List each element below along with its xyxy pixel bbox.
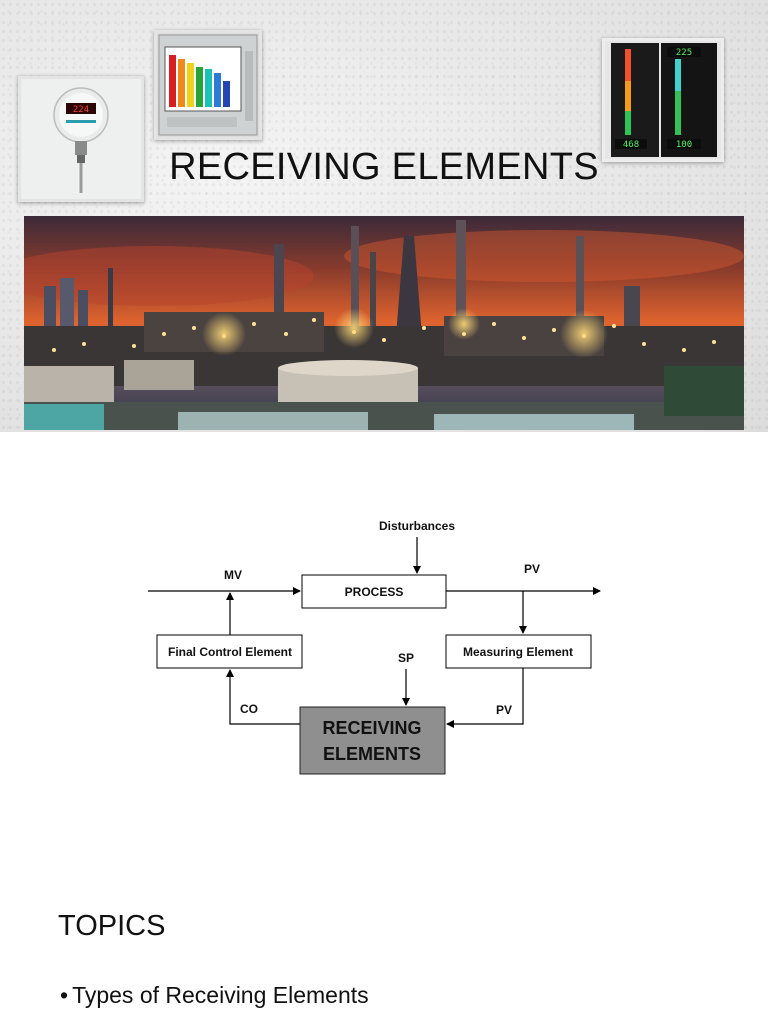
refinery-banner-image [24,216,744,430]
topics-slide: TOPICS •Types of Receiving Elements [0,866,768,1024]
pv-top-label: PV [524,562,540,576]
pv-feedback-line [446,668,524,728]
diagram-slide: PROCESS Final Control Element Measuring … [0,433,768,865]
measuring-element-label: Measuring Element [463,645,573,659]
topic-bullet-item: •Types of Receiving Elements [60,982,369,1009]
right-device-readout-0: 225 [676,48,692,58]
co-label: CO [240,702,258,716]
left-device-readout: 224 [73,105,89,115]
bargraph-indicators-image: 468 225 100 [602,38,724,162]
bullet-dot-icon: • [60,982,69,1008]
mv-label: MV [224,568,242,582]
right-device-readout-2: 100 [676,140,692,150]
receiving-elements-box [299,706,446,775]
receiving-elements-label-1: RECEIVING [322,718,421,738]
right-device-readout-1: 468 [623,140,639,150]
final-control-element-label: Final Control Element [168,645,292,659]
co-line [226,669,300,725]
receiving-elements-label-2: ELEMENTS [323,744,421,764]
slide-title: RECEIVING ELEMENTS [169,146,599,188]
sp-label: SP [398,651,414,665]
process-label: PROCESS [345,585,404,599]
control-loop-diagram: PROCESS Final Control Element Measuring … [148,519,601,775]
temperature-transmitter-image: 224 [18,76,144,202]
measuring-element-box [445,634,592,669]
title-slide: 224 [0,0,768,432]
topic-bullet-text: Types of Receiving Elements [72,982,369,1008]
final-control-element-box [156,634,303,669]
topics-heading: TOPICS [58,910,166,942]
pv-bottom-label: PV [496,703,512,717]
disturbances-label: Disturbances [379,519,455,533]
bar-graph-recorder-image [154,30,262,140]
